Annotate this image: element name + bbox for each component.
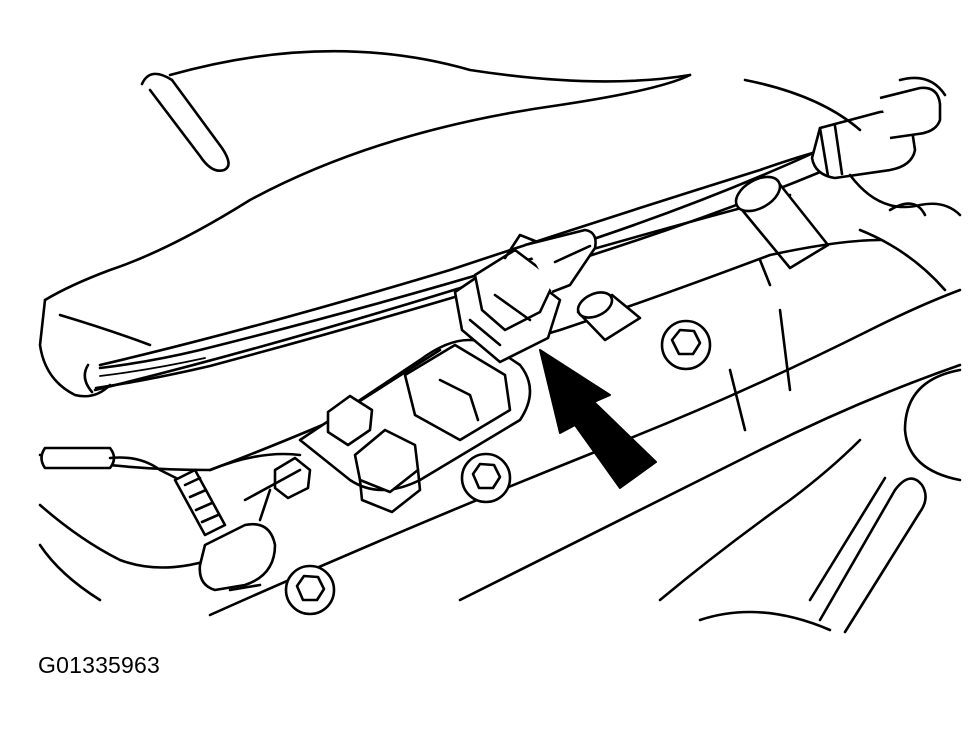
upper-bracket-slot: [140, 72, 230, 172]
sensor-lead-wire: [40, 446, 227, 537]
bolt-sensor-large: [353, 428, 422, 514]
cylindrical-stud: [734, 175, 830, 287]
bolt-mid: [460, 452, 512, 504]
right-round-boss: [903, 368, 962, 482]
component-illustration: [38, 49, 962, 634]
bolt-upper-right: [660, 319, 712, 371]
arrow-up-left-icon: [539, 349, 657, 489]
figure-id-label: G01335963: [38, 652, 161, 678]
lower-bracket-slot: [808, 476, 927, 634]
bolt-lower-left: [284, 564, 336, 616]
bolt-sensor-top: [326, 394, 374, 447]
top-right-connector: [810, 76, 947, 180]
bolt-stem-left: [258, 456, 312, 522]
wire-harness: [83, 148, 832, 394]
small-cylinder: [576, 291, 642, 342]
lower-pipe: [198, 452, 302, 592]
electrical-connector: [453, 228, 597, 364]
right-upper-structure: [743, 78, 962, 292]
